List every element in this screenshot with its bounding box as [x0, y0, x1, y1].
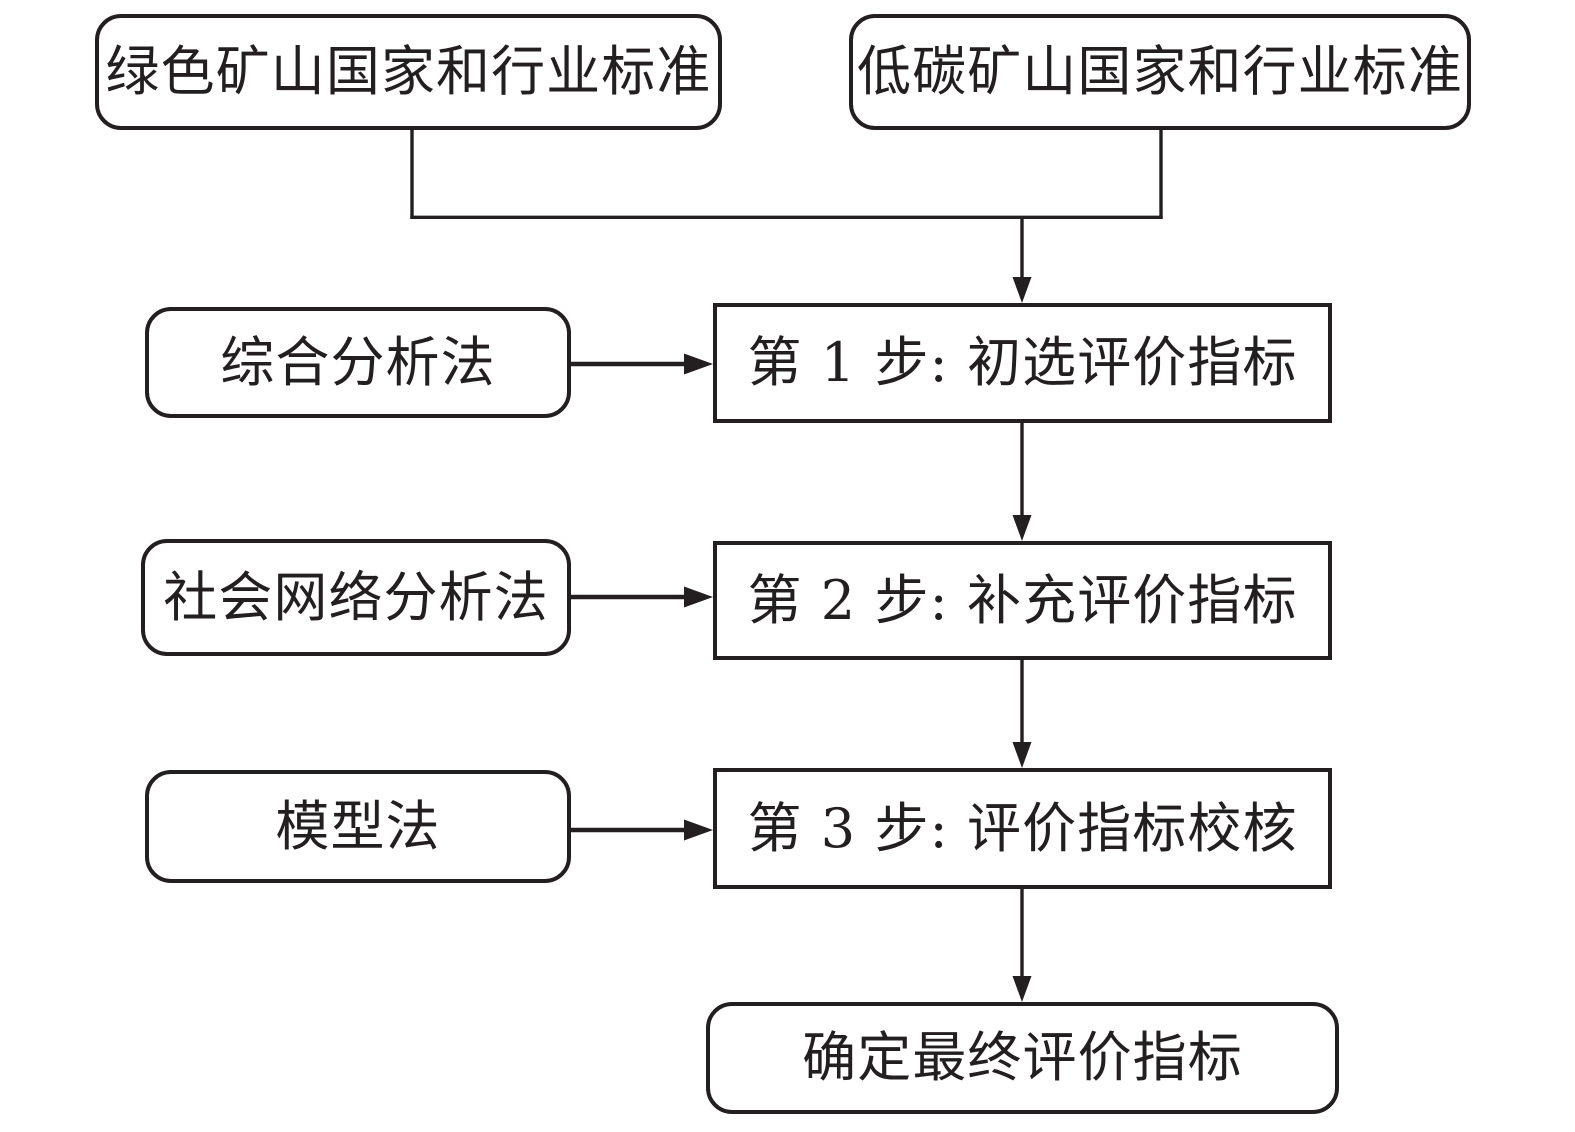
arrow-step2-to-step3-head	[1012, 742, 1032, 768]
arrow-step1-to-step2-head	[1012, 515, 1032, 541]
node-final-result-label: 确定最终评价指标	[802, 1026, 1243, 1089]
node-method-comprehensive-analysis-label: 综合分析法	[220, 330, 496, 394]
arrow-method3-to-step3-head	[684, 819, 713, 841]
node-step-2: 第 2 步: 补充评价指标	[713, 541, 1332, 660]
node-source-green-mine-standards: 绿色矿山国家和行业标准	[95, 14, 722, 130]
node-step-1-label: 第 1 步: 初选评价指标	[747, 331, 1298, 394]
node-step-1: 第 1 步: 初选评价指标	[713, 303, 1332, 423]
node-method-comprehensive-analysis: 综合分析法	[145, 307, 571, 418]
node-source-low-carbon-standards-label: 低碳矿山国家和行业标准	[857, 40, 1463, 103]
arrow-method1-to-step1-head	[684, 353, 713, 375]
node-step-3-label: 第 3 步: 评价指标校核	[747, 796, 1298, 860]
node-method-social-network-analysis-label: 社会网络分析法	[163, 565, 549, 629]
node-method-model-method-label: 模型法	[275, 794, 441, 858]
arrow-step3-to-result-head	[1012, 976, 1032, 1002]
node-method-model-method: 模型法	[145, 770, 571, 883]
arrow-method2-to-step2-head	[684, 586, 713, 608]
node-source-green-mine-standards-label: 绿色矿山国家和行业标准	[105, 40, 712, 103]
node-step-3: 第 3 步: 评价指标校核	[713, 768, 1332, 889]
node-method-social-network-analysis: 社会网络分析法	[141, 539, 571, 656]
node-source-low-carbon-standards: 低碳矿山国家和行业标准	[849, 14, 1471, 130]
arrow-merge-to-step1-head	[1012, 277, 1032, 303]
node-step-2-label: 第 2 步: 补充评价指标	[747, 568, 1298, 632]
node-final-result: 确定最终评价指标	[706, 1002, 1339, 1114]
